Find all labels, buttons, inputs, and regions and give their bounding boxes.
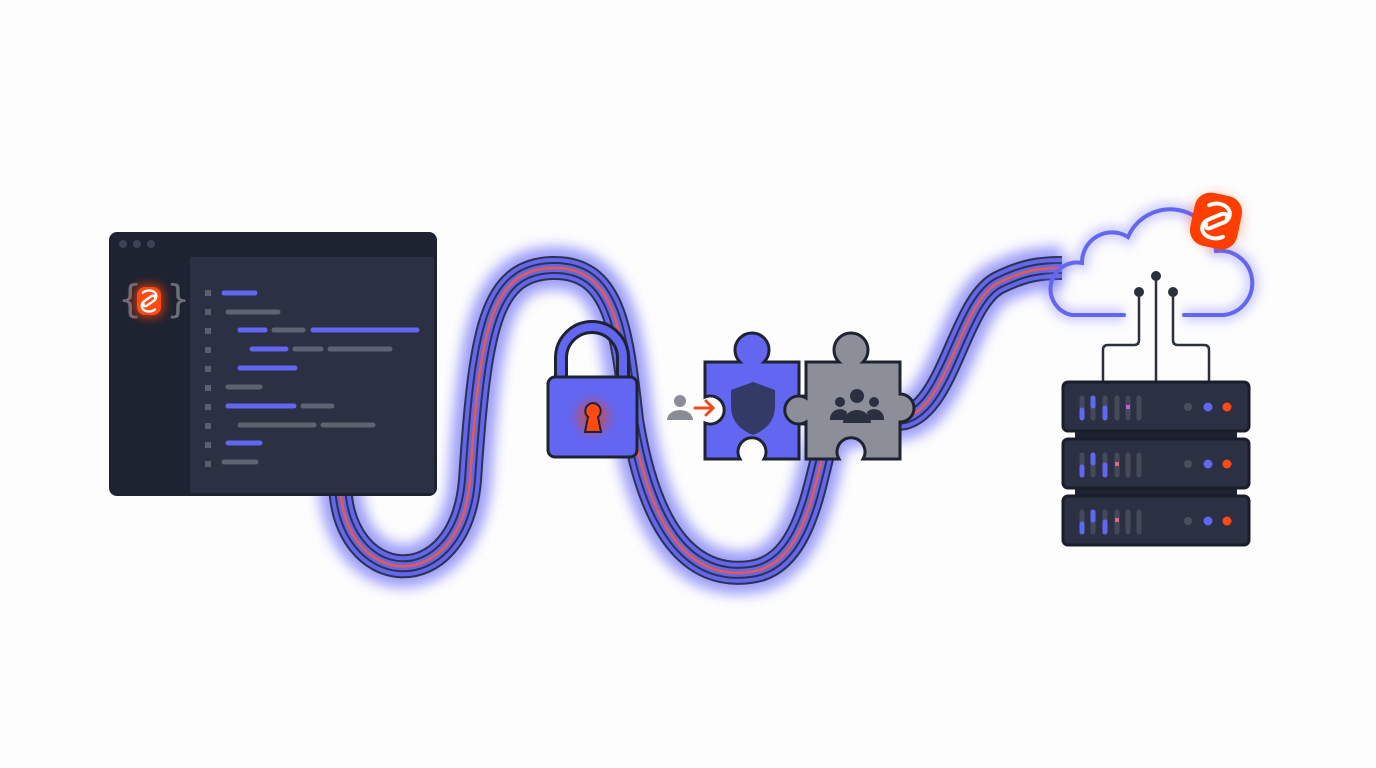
- users-puzzle-piece: [783, 331, 916, 461]
- users-group-icon: [829, 389, 885, 423]
- status-led: [1184, 403, 1192, 411]
- connection-cable: [340, 268, 1062, 573]
- window-dot-icon: [119, 240, 127, 248]
- window-dot-icon: [147, 240, 155, 248]
- status-led: [1203, 402, 1213, 412]
- padlock-icon: [546, 320, 639, 459]
- status-led: [1222, 402, 1232, 412]
- svg-text:}: }: [166, 277, 190, 321]
- keyhole-icon: [583, 401, 603, 433]
- window-dot-icon: [133, 240, 141, 248]
- cloud-icon: [1043, 202, 1260, 322]
- user-arrow-icon: [667, 395, 716, 420]
- svelte-logo-icon: [1189, 192, 1243, 250]
- network-wires: [1101, 277, 1211, 383]
- server-rack-icon: [1063, 380, 1249, 545]
- code-editor-window: { }: [109, 232, 437, 496]
- svelte-logo-icon: { }: [118, 277, 190, 321]
- shield-icon: [731, 382, 775, 435]
- code-lines: [205, 290, 420, 467]
